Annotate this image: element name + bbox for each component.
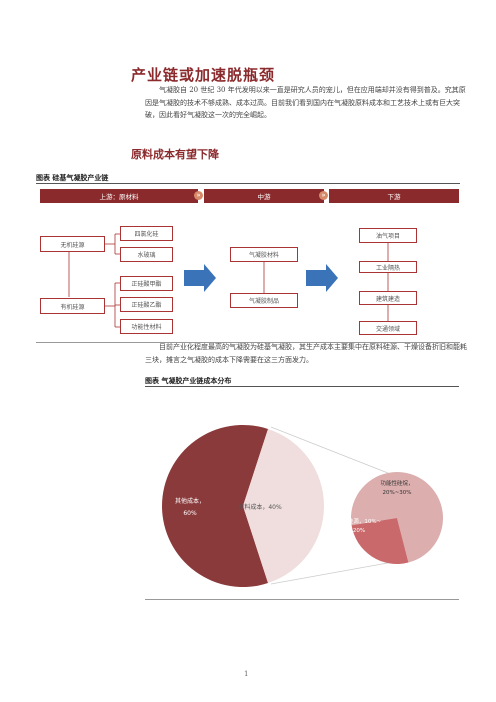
node-industrial-insulation: 工业隔热 (359, 261, 417, 273)
node-water-glass: 水玻璃 (120, 247, 173, 262)
node-aerogel-product: 气凝胶制品 (230, 293, 298, 308)
label-functional-silane-value: 20%~30% (382, 490, 411, 496)
label-inorganic-silicon-value: 20% (353, 528, 365, 534)
arrow-right-icon (184, 264, 216, 292)
band-midstream: 中游 (204, 189, 324, 203)
band-downstream: 下游 (329, 189, 459, 203)
label-material-cost: 原料成本，40% (238, 503, 282, 511)
node-building: 建筑建造 (359, 291, 417, 305)
cost-pie-chart: 其他成本， 60% 原料成本，40% 功能性硅烷， 20%~30% 无机硅源，1… (162, 425, 443, 587)
figure1-top-rule (36, 183, 460, 184)
page-title: 产业链或加速脱瓶颈 (131, 66, 276, 84)
node-functional-material: 功能性材料 (120, 319, 173, 334)
arrow-right-icon (306, 264, 338, 292)
label-inorganic-silicon-name: 无机硅源，10%~ (337, 517, 382, 525)
flow-connectors (68, 233, 389, 328)
figure2-top-rule (145, 386, 459, 387)
page-number: 1 (244, 670, 249, 678)
section-heading: 原料成本有望下降 (131, 148, 219, 161)
node-aerogel-material: 气凝胶材料 (230, 247, 298, 262)
pie-slice-other-cost (162, 425, 269, 587)
band-upstream: 上游：原材料 (40, 189, 198, 203)
figure1-bottom-rule (36, 342, 460, 343)
node-inorganic-silicon: 无机硅源 (40, 236, 105, 252)
label-other-cost-name: 其他成本， (175, 497, 205, 505)
label-other-cost-value: 60% (183, 510, 197, 517)
pie-slice-functional-silane (351, 472, 443, 563)
node-ethyl-orthosilicate: 正硅酸乙酯 (120, 297, 173, 312)
figure2-bottom-rule (145, 599, 459, 600)
node-organic-silicon: 有机硅源 (40, 298, 105, 314)
body-paragraph-2: 目前产业化程度最高的气凝胶为硅基气凝胶，其生产成本主要集中在原料硅源、干燥设备折… (145, 343, 467, 364)
node-silicon-tetrachloride: 四氯化硅 (120, 226, 173, 241)
figure1-title: 图表 硅基气凝胶产业链 (36, 173, 109, 182)
pie-slice-material-cost (243, 428, 324, 584)
leader-line-bottom (270, 561, 394, 585)
chevron-right-icon: » (194, 191, 203, 200)
leader-line-top (270, 426, 394, 476)
node-transport: 交通领域 (359, 321, 417, 335)
figure2-title: 图表 气凝胶产业链成本分布 (145, 376, 232, 385)
label-functional-silane-name: 功能性硅烷， (380, 479, 413, 487)
pie-slice-inorganic-silicon (351, 518, 409, 564)
chevron-right-icon: » (319, 191, 328, 200)
intro-paragraph: 气凝胶自 20 世纪 30 年代发明以来一直是研究人员的宠儿，但在应用端却并没有… (145, 86, 466, 119)
node-oil-gas: 油气项目 (359, 228, 417, 243)
node-methyl-orthosilicate: 正硅酸甲酯 (120, 276, 173, 291)
